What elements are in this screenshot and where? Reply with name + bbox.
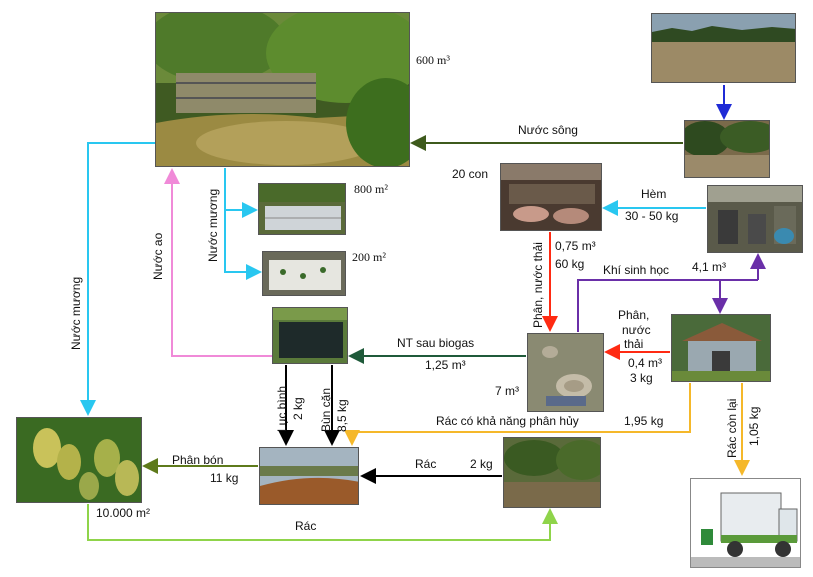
nuoc-song-label: Nước sông xyxy=(518,123,578,137)
nt-sau-biogas-label: NT sau biogas xyxy=(397,336,475,350)
brewery-photo xyxy=(707,185,803,253)
pig-count-label: 20 con xyxy=(452,167,489,181)
phan-bon-label: Phân bón xyxy=(172,453,224,467)
pigpen-photo xyxy=(500,163,602,231)
rac-phan-huy-amount-label: 1,95 kg xyxy=(624,414,664,428)
manure-left-amount-1: 0,75 m³ xyxy=(555,239,596,253)
pond-area-label: 600 m³ xyxy=(416,53,450,67)
house-amount-2: 3 kg xyxy=(630,371,653,385)
rac-con-lai-label: Rác còn lại xyxy=(725,398,739,458)
arrow-rac-phan-huy xyxy=(344,383,691,446)
arrow-khi-to-house xyxy=(712,279,758,314)
rac-mid-amount-label: 2 kg xyxy=(470,457,493,471)
bun-can-label: Bùn cặn xyxy=(319,387,333,432)
nt-amount-label: 1,25 m³ xyxy=(425,358,466,372)
river-photo xyxy=(651,13,796,83)
nuoc-muong-left-label: Nước mương xyxy=(69,276,83,350)
rac-con-lai-amount-label: 1,05 kg xyxy=(747,406,761,446)
riverbank-photo xyxy=(684,120,770,178)
arrow-nuoc-ao xyxy=(164,168,272,357)
phan-bon-amount-label: 11 kg xyxy=(210,471,239,485)
field1-photo xyxy=(258,183,346,235)
hem-label: Hèm xyxy=(641,187,667,201)
house-photo xyxy=(671,314,771,382)
field1-area-label: 800 m² xyxy=(354,182,388,196)
luc-binh-amount-label: 2 kg xyxy=(291,397,305,420)
manure-left-amount-2: 60 kg xyxy=(555,257,585,271)
phan-right-1: Phân, xyxy=(618,308,650,322)
luc-binh-label: Lục bình xyxy=(275,385,289,432)
manure-left-label: Phân, nước thải xyxy=(531,242,545,328)
nuoc-ao-label: Nước ao xyxy=(151,232,165,280)
phan-right-2: nước xyxy=(622,323,651,337)
bun-can-amount-label: 8,5 kg xyxy=(335,399,349,432)
biogas-photo xyxy=(527,333,604,412)
arrow-nuoc-muong-left xyxy=(80,142,155,416)
phan-right-3: thải xyxy=(624,337,644,351)
rac-bottom-label: Rác xyxy=(295,519,317,533)
pond-photo xyxy=(155,12,410,167)
khi-amount-label: 4,1 m³ xyxy=(692,260,727,274)
garbage-truck-photo xyxy=(690,478,801,568)
arrow-nuoc-muong-field1 xyxy=(224,168,258,218)
biogas-volume-label: 7 m³ xyxy=(495,384,519,398)
arrow-nuoc-muong-field2 xyxy=(224,205,262,280)
field2-photo xyxy=(262,251,346,296)
hem-amount-label: 30 - 50 kg xyxy=(625,209,679,223)
rac-mid-label: Rác xyxy=(415,457,437,471)
compost-photo xyxy=(259,447,359,505)
rac-phan-huy-label: Rác có khả năng phân hủy xyxy=(436,414,579,428)
field2-area-label: 200 m² xyxy=(352,250,386,264)
arrow-khi-sinh-hoc xyxy=(577,279,720,332)
house-amount-1: 0,4 m³ xyxy=(628,356,663,370)
khi-sinh-hoc-label: Khí sinh học xyxy=(603,263,670,277)
lagoon-photo xyxy=(272,307,348,364)
nuoc-muong-mid-label: Nước mương xyxy=(206,188,220,262)
orchard-area-label: 10.000 m² xyxy=(96,506,151,520)
arrow-rac-bottom xyxy=(87,504,558,541)
garden-photo xyxy=(503,437,601,508)
orchard-photo xyxy=(16,417,142,503)
